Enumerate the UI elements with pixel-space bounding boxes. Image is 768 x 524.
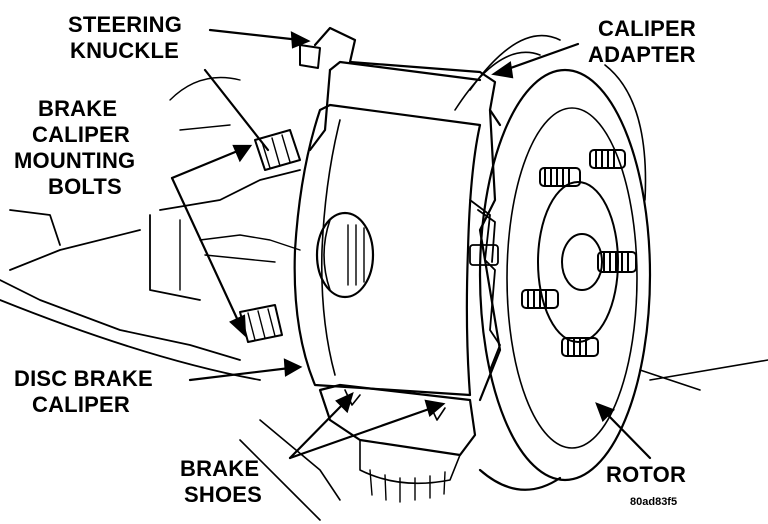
wheel-studs — [521, 149, 637, 357]
label-mounting-bolts-line4: BOLTS — [48, 174, 122, 199]
label-brake-shoes: BRAKE SHOES — [180, 456, 262, 508]
label-brake-shoes-line2: SHOES — [184, 482, 263, 507]
rotor-disc — [454, 34, 652, 491]
caliper-body — [293, 103, 482, 397]
figure-reference-code: 80ad83f5 — [630, 496, 678, 508]
label-steering-knuckle-line1: STEERING — [68, 12, 183, 37]
label-steering-knuckle-line2: KNUCKLE — [70, 38, 179, 63]
label-mounting-bolts-line3: MOUNTING — [14, 148, 136, 173]
leader-lines — [170, 28, 652, 460]
label-mounting-bolts-line1: BRAKE — [38, 96, 118, 121]
steering-knuckle-housing — [0, 76, 341, 521]
brake-shoes-lower — [318, 383, 477, 503]
anti-rattle-clip — [469, 199, 501, 371]
label-caliper-adapter: CALIPER ADAPTER — [588, 16, 696, 68]
label-rotor: ROTOR — [606, 462, 687, 487]
label-brake-caliper-mounting-bolts: BRAKE CALIPER MOUNTING BOLTS — [14, 96, 135, 200]
label-disc-brake-caliper-line2: CALIPER — [32, 392, 130, 417]
label-disc-brake-caliper-line1: DISC BRAKE — [14, 366, 153, 391]
label-steering-knuckle: STEERING KNUCKLE — [68, 12, 182, 64]
label-mounting-bolts-line2: CALIPER — [32, 122, 130, 147]
label-caliper-adapter-line1: CALIPER — [598, 16, 696, 41]
label-caliper-adapter-line2: ADAPTER — [588, 42, 696, 67]
label-disc-brake-caliper: DISC BRAKE CALIPER — [14, 366, 153, 418]
label-brake-shoes-line1: BRAKE — [180, 456, 260, 481]
